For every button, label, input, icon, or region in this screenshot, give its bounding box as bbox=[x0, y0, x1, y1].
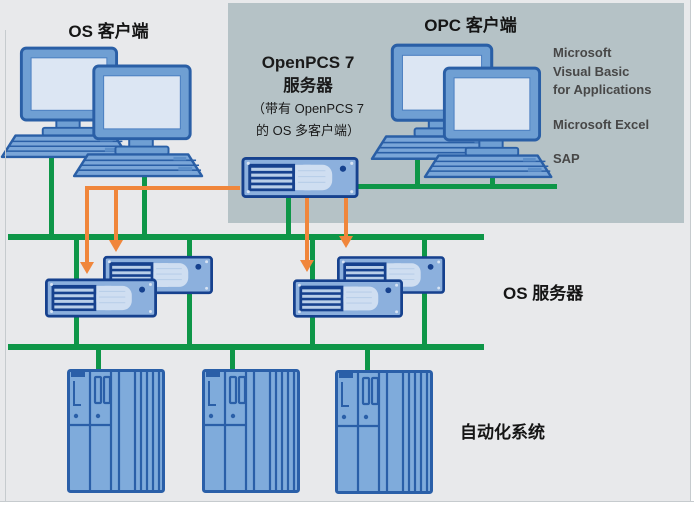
plc-rack-1-icon bbox=[67, 369, 165, 493]
right-margin bbox=[691, 0, 694, 501]
opc-client-front-link bbox=[490, 172, 495, 189]
plant-bus-line bbox=[8, 344, 484, 350]
opc-client-bus-link bbox=[357, 184, 557, 189]
os-client-back-link bbox=[49, 155, 54, 235]
opc-app-sap: SAP bbox=[553, 151, 580, 166]
os-server-left-lower-icon bbox=[45, 276, 157, 320]
bottom-edge-rule bbox=[0, 501, 694, 502]
opc-app-vba-line1: Microsoft bbox=[553, 45, 612, 60]
client-link-drop-3 bbox=[305, 196, 309, 260]
client-link-drop-2 bbox=[114, 186, 118, 240]
openpcs-server-label: OpenPCS 7 服务器 （带有 OpenPCS 7 的 OS 多客户端） bbox=[230, 51, 386, 142]
client-link-horizontal bbox=[85, 186, 240, 190]
automation-system-label: 自动化系统 bbox=[460, 423, 545, 442]
os-servers-label: OS 服务器 bbox=[503, 284, 584, 303]
terminal-bus-line bbox=[8, 234, 484, 240]
os-client-computer-front-icon bbox=[72, 64, 210, 180]
os-clients-label: OS 客户端 bbox=[68, 22, 149, 41]
openpcs-server-icon bbox=[240, 157, 360, 198]
openpcs-server-label-line4: 的 OS 多客户端） bbox=[255, 123, 360, 138]
arrow-down-icon bbox=[80, 262, 94, 274]
os-server-right-lower-icon bbox=[293, 277, 403, 320]
plc3-drop-link bbox=[365, 348, 370, 371]
plc2-drop-link bbox=[230, 348, 235, 371]
right-edge-rule bbox=[690, 0, 691, 501]
opc-client-computer-front-icon bbox=[423, 66, 559, 181]
opc-apps-list: Microsoft Visual Basic for Applications … bbox=[553, 44, 651, 185]
opc-app-vba-line2: Visual Basic bbox=[553, 63, 630, 79]
arrow-down-icon bbox=[109, 240, 123, 252]
opc-app-vba: Microsoft Visual Basic for Applications bbox=[553, 44, 651, 100]
plc1-drop-link bbox=[96, 348, 101, 371]
opc-client-back-link bbox=[415, 153, 420, 189]
plc-rack-2-icon bbox=[202, 369, 300, 493]
os-client-front-link bbox=[142, 168, 147, 235]
arrow-down-icon bbox=[339, 236, 353, 248]
opc-clients-label: OPC 客户端 bbox=[424, 16, 517, 35]
client-link-drop-1 bbox=[85, 186, 89, 262]
openpcs-server-drop-link bbox=[286, 196, 291, 235]
left-edge-rule bbox=[5, 30, 6, 501]
plc-rack-3-icon bbox=[335, 370, 433, 494]
client-link-drop-4 bbox=[344, 196, 348, 236]
bottom-margin bbox=[0, 502, 694, 506]
openpcs-server-label-line1: OpenPCS 7 bbox=[261, 53, 355, 72]
opc-app-vba-line3: for Applications bbox=[553, 82, 652, 97]
opc-app-excel: Microsoft Excel bbox=[553, 116, 650, 132]
openpcs-server-label-line3: （带有 OpenPCS 7 bbox=[252, 101, 364, 116]
openpcs-server-label-line2: 服务器 bbox=[283, 77, 333, 95]
arrow-down-icon bbox=[300, 260, 314, 272]
